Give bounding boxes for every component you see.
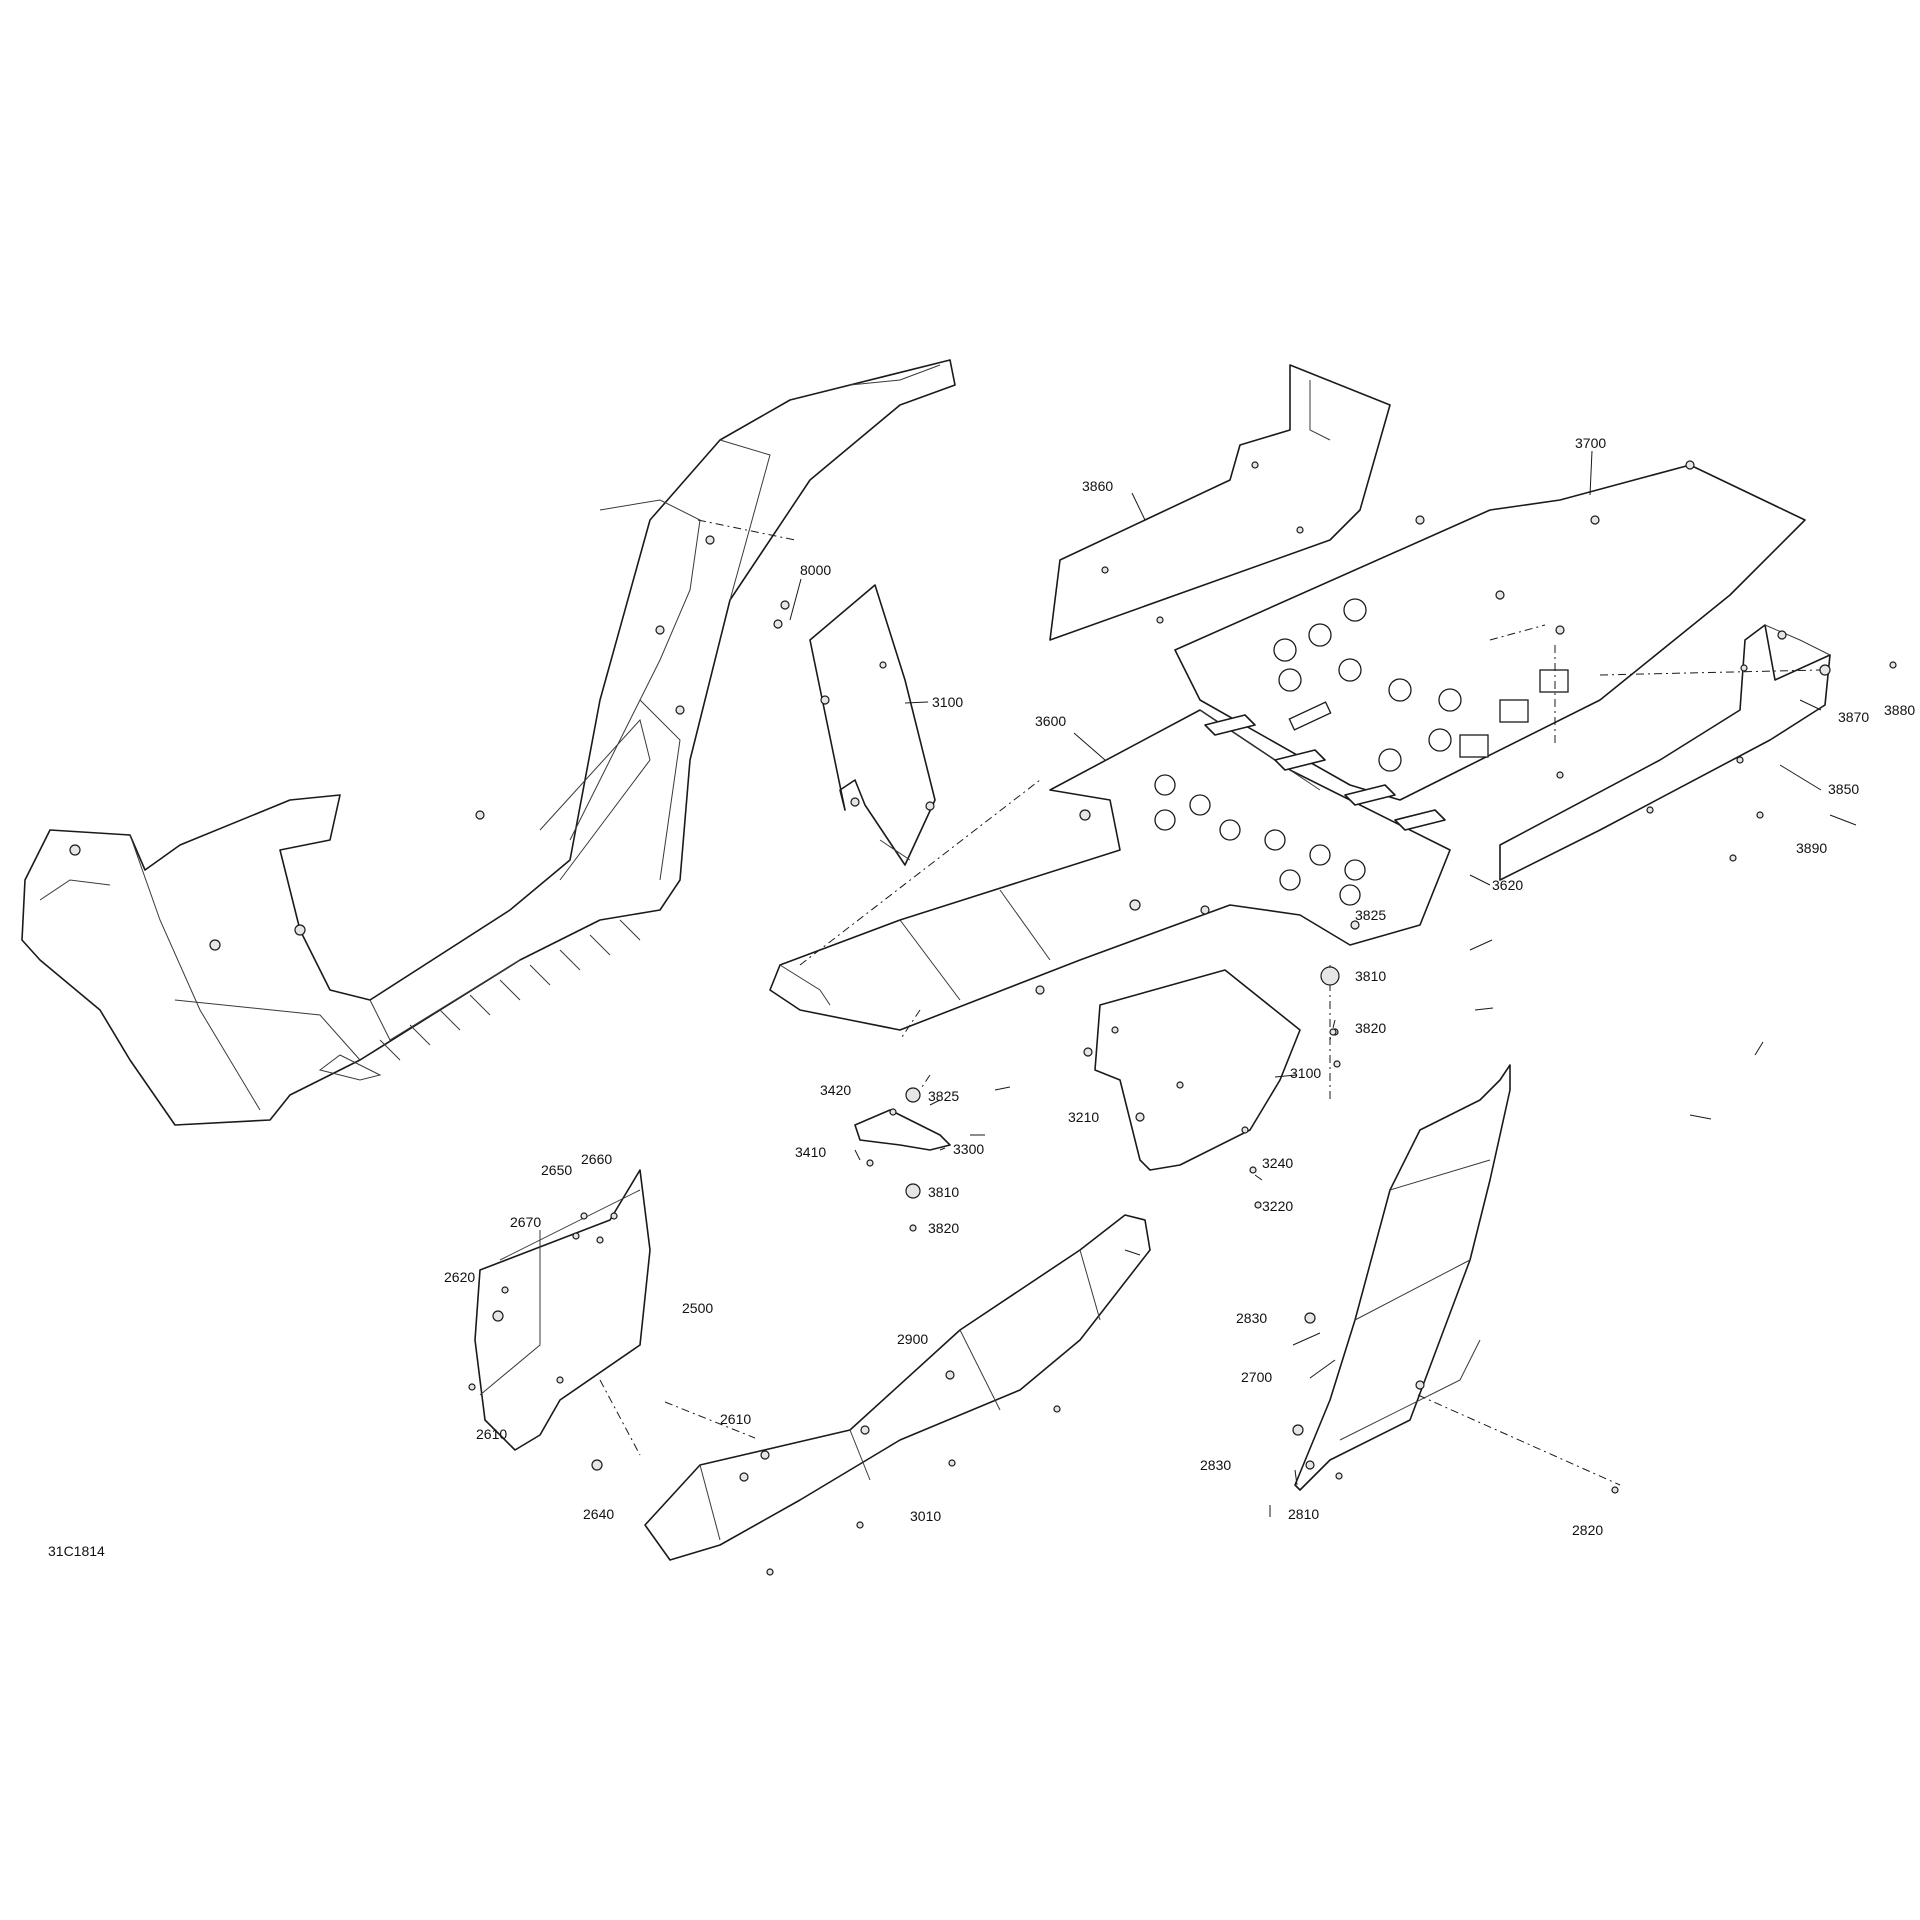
callout-3100-upper: 3100 [932, 694, 963, 710]
heat-shield-upper [809, 584, 936, 866]
callout-2900: 2900 [897, 1331, 928, 1347]
callout-labels: 8000 3100 3860 3700 3600 3870 3880 3850 … [48, 435, 1915, 1559]
floor-panel-3620-tabs [1204, 714, 1446, 831]
callout-2500: 2500 [682, 1300, 713, 1316]
callout-3210: 3210 [1068, 1109, 1099, 1125]
nut-8000 [780, 600, 790, 610]
callout-2610-right: 2610 [720, 1411, 751, 1427]
floor-panel-3700 [1174, 460, 1806, 801]
callout-3820-upper: 3820 [1355, 1020, 1386, 1036]
drawing-code: 31C1814 [48, 1543, 105, 1559]
fasteners [468, 600, 1897, 1576]
leader-lines [789, 450, 1857, 1517]
callout-3810-lower: 3810 [928, 1184, 959, 1200]
callout-3220: 3220 [1262, 1198, 1293, 1214]
body-side-panel [21, 359, 956, 1126]
callout-2700: 2700 [1241, 1369, 1272, 1385]
callout-3100-lower: 3100 [1290, 1065, 1321, 1081]
callout-2640: 2640 [583, 1506, 614, 1522]
callout-3600: 3600 [1035, 713, 1066, 729]
floor-panel-3600 [769, 709, 1451, 1031]
callout-8000: 8000 [800, 562, 831, 578]
callout-3240: 3240 [1262, 1155, 1293, 1171]
callout-3890: 3890 [1796, 840, 1827, 856]
callout-2610-left: 2610 [476, 1426, 507, 1442]
callout-3825-lower: 3825 [928, 1088, 959, 1104]
callout-2810: 2810 [1288, 1506, 1319, 1522]
callout-2650: 2650 [541, 1162, 572, 1178]
callout-3010: 3010 [910, 1508, 941, 1524]
callout-3620: 3620 [1492, 877, 1523, 893]
callout-3860: 3860 [1082, 478, 1113, 494]
assembly-lines [599, 519, 1821, 1486]
callout-3870: 3870 [1838, 709, 1869, 725]
callout-2660: 2660 [581, 1151, 612, 1167]
callout-3850: 3850 [1828, 781, 1859, 797]
callout-2670: 2670 [510, 1214, 541, 1230]
callout-3300: 3300 [953, 1141, 984, 1157]
floor-panel-3850 [1499, 624, 1831, 881]
callout-3420: 3420 [820, 1082, 851, 1098]
bracket-3300 [854, 1109, 951, 1151]
callout-2820: 2820 [1572, 1522, 1603, 1538]
callout-3825-upper: 3825 [1355, 907, 1386, 923]
side-panel-2500 [474, 1169, 651, 1451]
callout-2830-upper: 2830 [1236, 1310, 1267, 1326]
callout-2830-lower: 2830 [1200, 1457, 1231, 1473]
callout-3410: 3410 [795, 1144, 826, 1160]
callout-3880: 3880 [1884, 702, 1915, 718]
callout-3810-upper: 3810 [1355, 968, 1386, 984]
callout-2620: 2620 [444, 1269, 475, 1285]
heat-shield-lower [1094, 969, 1301, 1171]
side-panel-2700 [1294, 1064, 1511, 1491]
floor-panel-3860 [1049, 364, 1391, 641]
side-panel-2900 [644, 1214, 1151, 1561]
callout-3700: 3700 [1575, 435, 1606, 451]
callout-3820-lower: 3820 [928, 1220, 959, 1236]
